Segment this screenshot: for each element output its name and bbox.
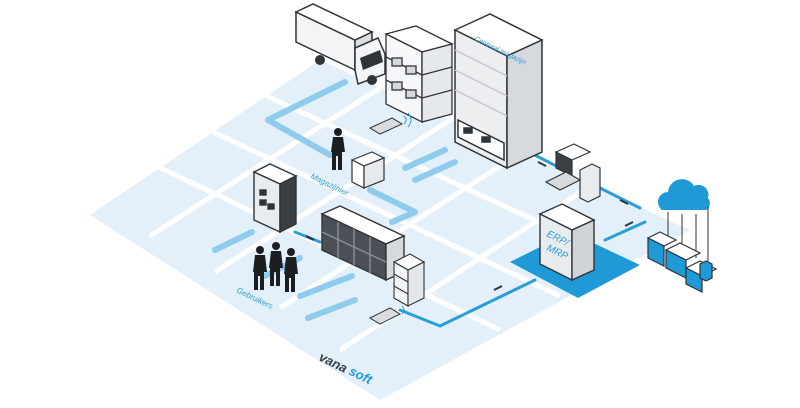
scanner-icon [368, 305, 405, 325]
tablet-icon [646, 231, 678, 267]
warehouse-worker-icon [331, 128, 345, 170]
storage-to-worker-arrow [402, 147, 448, 171]
direction-ticks [305, 161, 634, 291]
users-to-vending-arrow [297, 273, 355, 299]
desktop-pc-icon [544, 143, 601, 203]
shelving-rack-icon [384, 25, 454, 124]
truck-to-worker-arrow [265, 79, 348, 158]
cloud-icon [658, 179, 710, 210]
users-icon [253, 242, 298, 292]
users-to-lockers-arrow [212, 229, 255, 253]
phone-icon [699, 260, 713, 282]
erp-server-icon [538, 203, 596, 282]
scanner-icon [368, 112, 412, 135]
erp-to-cloud-line [603, 220, 647, 242]
small-rack-icon [392, 253, 426, 307]
truck-icon [294, 3, 386, 86]
cart-icon [350, 151, 386, 189]
vending-tower-icon [252, 163, 298, 234]
vending-to-users-arrow [305, 297, 358, 321]
erp-link-line [398, 278, 537, 328]
worker-to-storage-arrow [412, 159, 458, 183]
pc-to-cloud-line [598, 186, 642, 210]
worker-to-locker-arrow [367, 187, 418, 225]
central-storage-machine [453, 13, 544, 170]
